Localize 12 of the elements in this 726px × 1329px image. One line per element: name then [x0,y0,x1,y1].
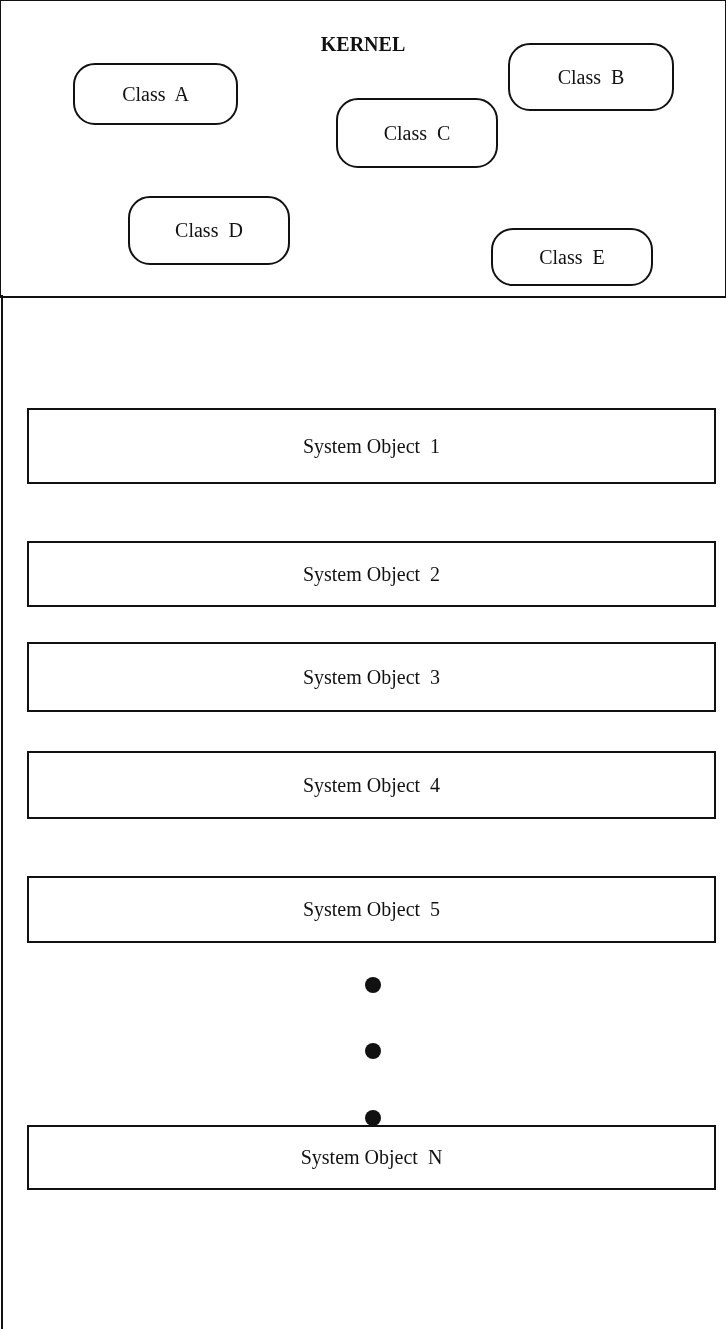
class-box: Class B [508,43,674,111]
class-box: Class C [336,98,498,168]
system-object-box: System Object 1 [27,408,716,484]
panel-title: KERNEL [320,33,406,56]
class-box: Class D [128,196,290,265]
class-box: Class E [491,228,653,286]
system-object-box: System Object 3 [27,642,716,712]
system-object-box: System Object N [27,1125,716,1190]
system-object-box: System Object 5 [27,876,716,943]
class-box: Class A [73,63,238,125]
system-object-box: System Object 2 [27,541,716,607]
system-object-box: System Object 4 [27,751,716,819]
